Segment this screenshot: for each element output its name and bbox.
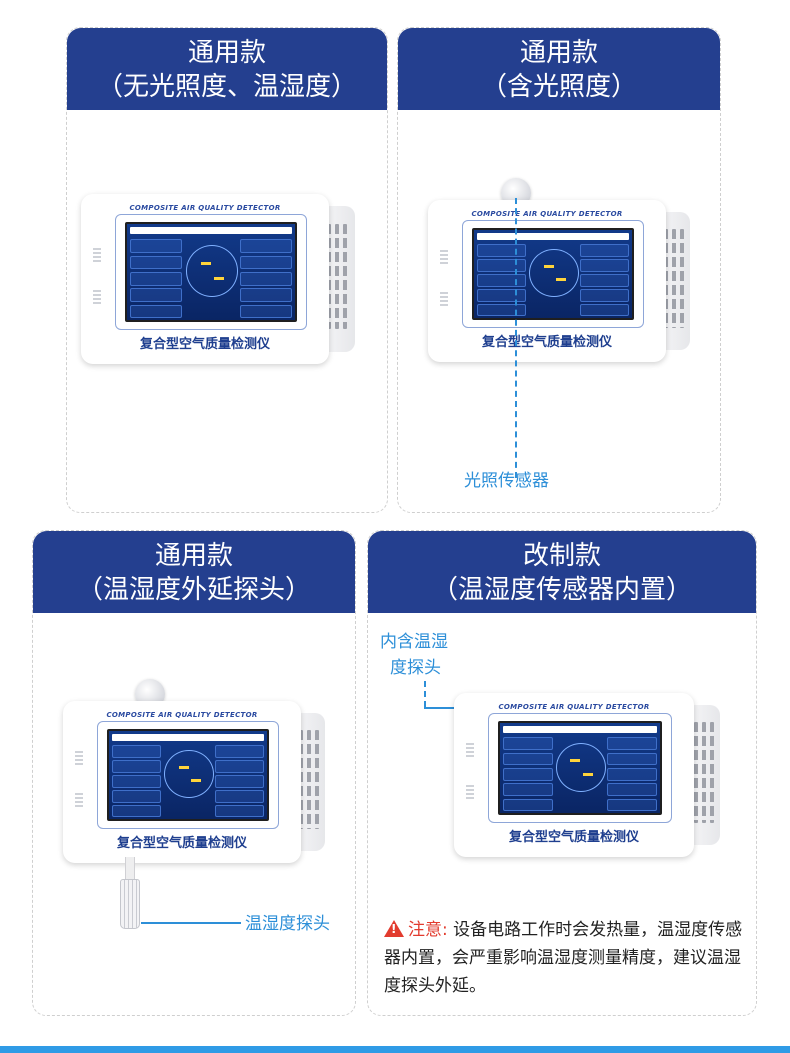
device-brand: COMPOSITE AIR QUALITY DETECTOR	[129, 204, 281, 212]
card-title: 通用款	[519, 38, 598, 68]
card-modified-internal: 改制款 （温湿度传感器内置） 内含温湿 度探头 COMPOSITE AIR QU…	[367, 530, 757, 1016]
card-subtitle: （温湿度外延探头）	[76, 575, 311, 605]
internal-probe-label-line1: 内含温湿	[380, 632, 448, 652]
card-header: 通用款 （无光照度、温湿度）	[67, 28, 387, 110]
card-header: 通用款 （含光照度）	[398, 28, 720, 110]
card-standard-light: 通用款 （含光照度） COMPOSITE AIR QUALITY DETECTO…	[397, 27, 721, 513]
device-screen	[125, 222, 297, 322]
light-sensor-label: 光照传感器	[464, 471, 549, 491]
detector-device: COMPOSITE AIR QUALITY DETECTOR 复合型空气质量检测…	[428, 200, 690, 362]
warning-icon	[384, 920, 404, 937]
device-screen	[107, 729, 269, 821]
device-brand: COMPOSITE AIR QUALITY DETECTOR	[471, 210, 623, 218]
card-standard-basic: 通用款 （无光照度、温湿度） COMPOSITE AIR QUALITY DET…	[66, 27, 388, 513]
internal-probe-leader-v	[424, 681, 426, 707]
internal-probe-label-line2: 度探头	[390, 658, 441, 678]
detector-device: COMPOSITE AIR QUALITY DETECTOR 复合型空气质量检测…	[63, 701, 325, 863]
bottom-bar	[0, 1046, 790, 1053]
probe-cable	[125, 857, 135, 881]
card-subtitle: （含光照度）	[480, 72, 637, 102]
notice-block: 注意: 设备电路工作时会发热量，温湿度传感器内置，会严重影响温湿度测量精度，建议…	[384, 916, 748, 1000]
device-screen	[472, 228, 634, 320]
card-subtitle: （温湿度传感器内置）	[431, 575, 692, 605]
light-sensor-leader	[515, 198, 517, 478]
card-standard-probe: 通用款 （温湿度外延探头） COMPOSITE AIR QUALITY DETE…	[32, 530, 356, 1016]
card-title: 通用款	[154, 541, 233, 571]
detector-device: COMPOSITE AIR QUALITY DETECTOR 复合型空气质量检测…	[81, 194, 355, 364]
device-screen	[498, 721, 662, 815]
device-name: 复合型空气质量检测仪	[116, 836, 247, 851]
device-brand: COMPOSITE AIR QUALITY DETECTOR	[498, 703, 650, 711]
card-title: 改制款	[522, 541, 601, 571]
probe-leader	[141, 922, 241, 924]
notice-text: 设备电路工作时会发热量，温湿度传感器内置，会严重影响温湿度测量精度，建议温湿度探…	[384, 920, 743, 996]
probe-label: 温湿度探头	[245, 914, 330, 934]
card-subtitle: （无光照度、温湿度）	[96, 72, 357, 102]
card-header: 通用款 （温湿度外延探头）	[33, 531, 355, 613]
card-title: 通用款	[187, 38, 266, 68]
device-name: 复合型空气质量检测仪	[508, 830, 639, 845]
device-name: 复合型空气质量检测仪	[139, 337, 270, 352]
detector-device: COMPOSITE AIR QUALITY DETECTOR 复合型空气质量检测…	[454, 693, 720, 857]
device-name: 复合型空气质量检测仪	[481, 335, 612, 350]
notice-label: 注意:	[408, 920, 448, 940]
probe-icon	[120, 879, 140, 929]
card-header: 改制款 （温湿度传感器内置）	[368, 531, 756, 613]
device-brand: COMPOSITE AIR QUALITY DETECTOR	[106, 711, 258, 719]
internal-probe-leader-h	[424, 707, 474, 709]
